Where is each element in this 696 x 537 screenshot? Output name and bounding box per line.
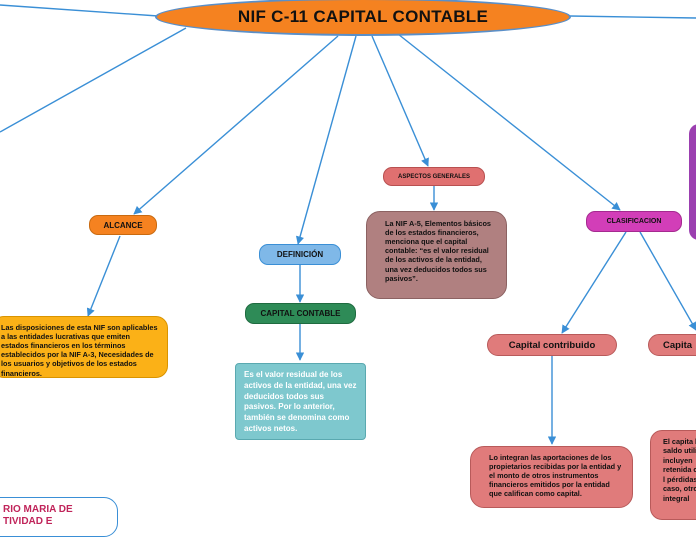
capital-ganado-description[interactable]: El capita los saldo utilidade incluyen r…	[650, 430, 696, 520]
line-to-definicion	[295, 35, 357, 245]
line-to-left-offscreen	[0, 4, 159, 17]
capital-contribuido-node[interactable]: Capital contribuido	[487, 334, 617, 356]
central-topic[interactable]: NIF C-11 CAPITAL CONTABLE	[155, 0, 571, 36]
line-to-clasificacion	[397, 33, 621, 211]
line-to-left-lower	[0, 27, 187, 133]
aspectos-generales-node[interactable]: ASPECTOS GENERALES	[383, 167, 485, 186]
definicion-node[interactable]: DEFINICIÓN	[259, 244, 341, 265]
capital-contable-node[interactable]: CAPITAL CONTABLE	[245, 303, 356, 324]
clasificacion-node[interactable]: CLASIFICACION	[586, 211, 682, 232]
alcance-description[interactable]: Las disposiciones de esta NIF son aplica…	[0, 316, 168, 378]
line-to-aspectos	[371, 35, 429, 167]
connector-lines	[0, 4, 696, 445]
bottom-left-node[interactable]: RIO MARIA DE TIVIDAD E	[0, 497, 118, 537]
right-purple-node[interactable]	[689, 124, 696, 240]
capital-ganado-node[interactable]: Capita	[648, 334, 696, 356]
line-to-right-offscreen	[569, 15, 696, 19]
alcance-node[interactable]: ALCANCE	[89, 215, 157, 235]
definicion-description[interactable]: Es el valor residual de los activos de l…	[235, 363, 366, 440]
line-clasificacion-to-contribuido	[561, 231, 627, 334]
line-alcance-to-box	[86, 235, 121, 317]
line-to-alcance	[133, 35, 339, 215]
capital-contribuido-description[interactable]: Lo integran las aportaciones de los prop…	[470, 446, 633, 508]
line-clasificacion-to-ganado	[639, 231, 696, 331]
bottom-left-node-text: RIO MARIA DE TIVIDAD E	[3, 504, 73, 527]
aspectos-description[interactable]: La NIF A-5, Elementos básicos de los est…	[366, 211, 507, 299]
